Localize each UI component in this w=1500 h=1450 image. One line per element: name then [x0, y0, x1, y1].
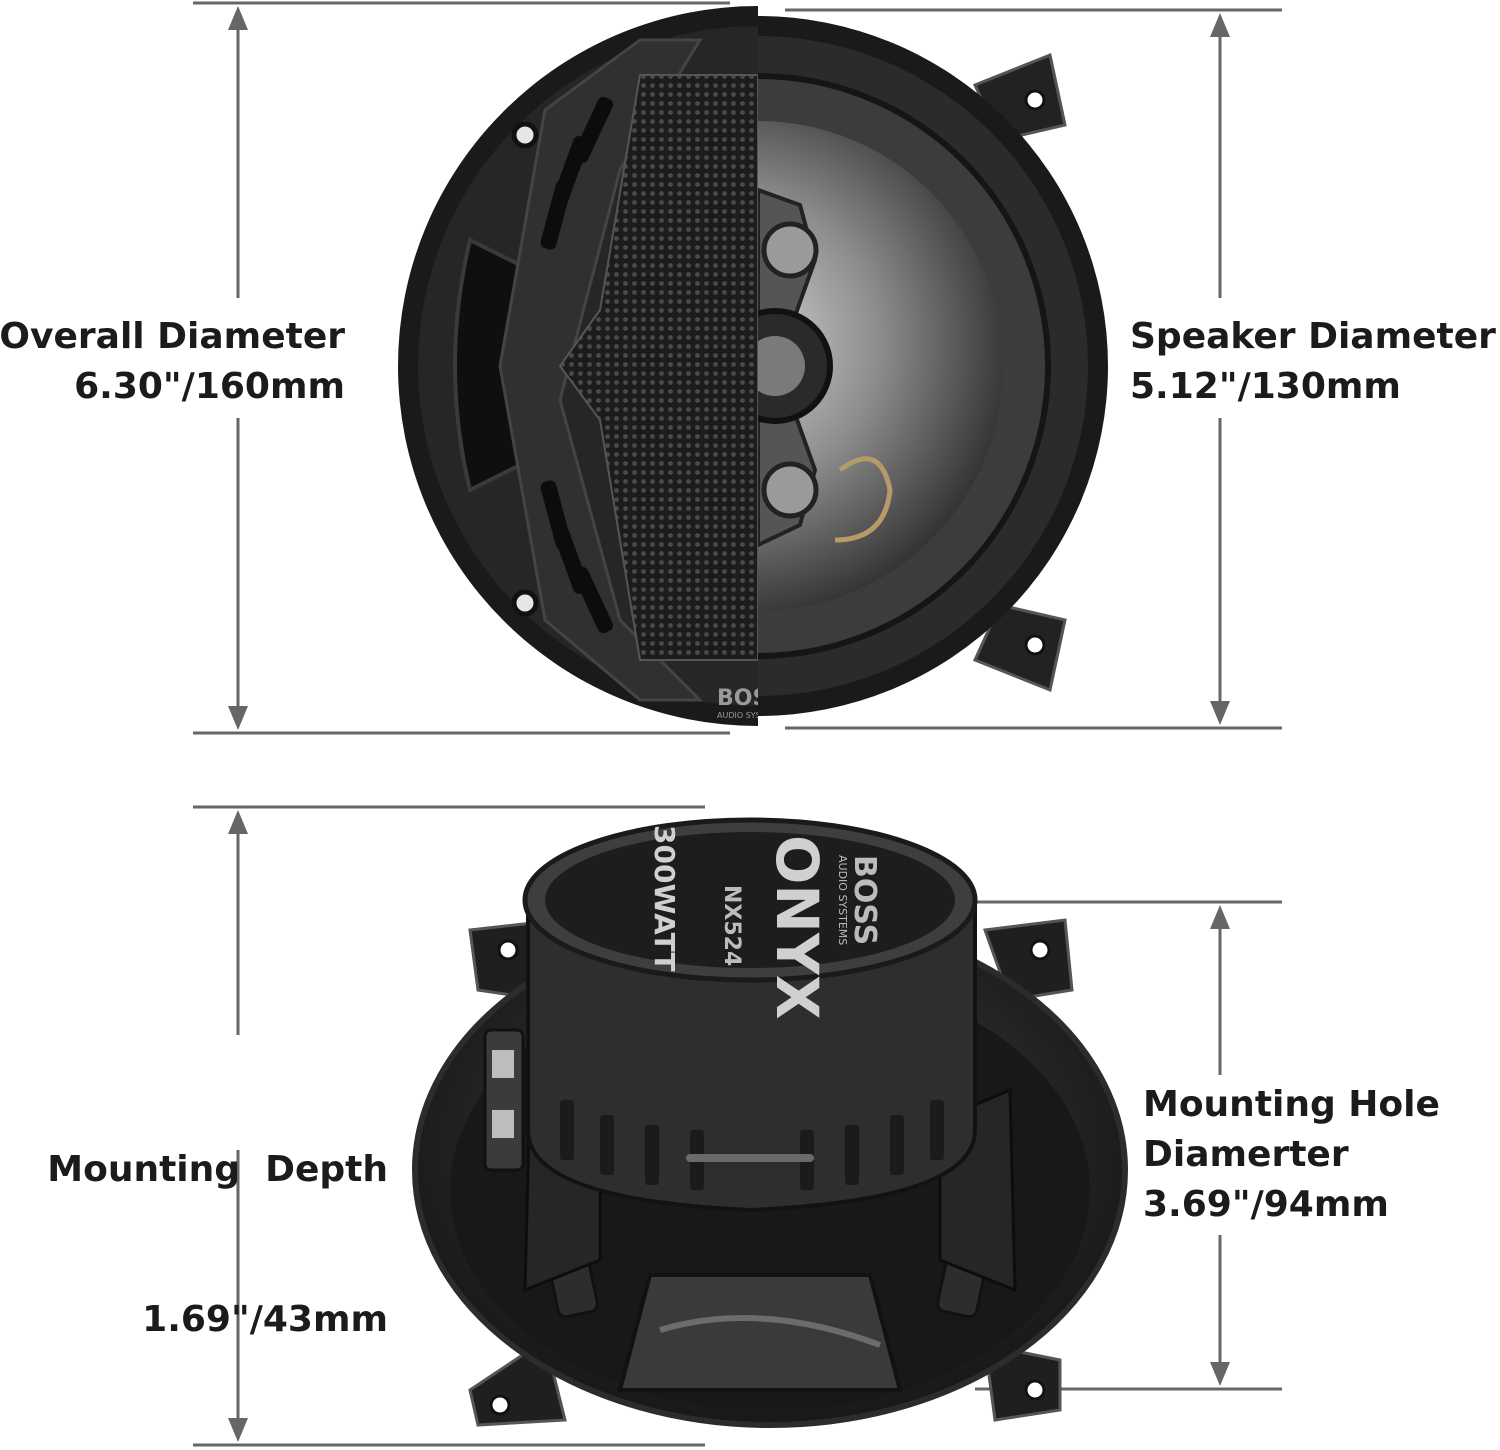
brand-mark-front: BOSS [717, 686, 783, 711]
series-logo: ONYX [763, 835, 831, 1020]
mounting-hole-diameter-dimension-line [975, 900, 1282, 1391]
model-mark: NX524 [719, 885, 744, 966]
brand-mark-rear: BOSS [847, 855, 882, 945]
speaker-diameter-title: Speaker Diameter [1130, 316, 1496, 357]
brand-sub-mark-front: AUDIO SYSTEMS [717, 711, 783, 720]
mounting-depth-value: 1.69"/43mm [142, 1299, 388, 1340]
speaker-diameter-value: 5.12"/130mm [1130, 366, 1401, 407]
mounting-hole-title-line2: Diamerter [1143, 1134, 1349, 1175]
mounting-depth-dimension-line [193, 805, 705, 1447]
speaker-rear-view: BOSS AUDIO SYSTEMS ONYX NX524 300WATT [412, 817, 1128, 1428]
mounting-hole-diameter-label: Mounting Hole Diamerter 3.69"/94mm [1143, 1080, 1440, 1230]
rear-product-label: BOSS AUDIO SYSTEMS ONYX NX524 300WATT [648, 825, 882, 1020]
power-mark: 300WATT [648, 825, 681, 971]
speaker-diameter-dimension-line [785, 8, 1282, 730]
overall-diameter-dimension-line [193, 1, 730, 735]
overall-diameter-title: Overall Diameter [0, 316, 345, 357]
overall-diameter-value: 6.30"/160mm [74, 366, 345, 407]
speaker-cone-half [758, 16, 1108, 716]
brand-sub-mark-rear: AUDIO SYSTEMS [836, 855, 849, 945]
mounting-hole-value: 3.69"/94mm [1143, 1184, 1389, 1225]
overall-diameter-label: Overall Diameter 6.30"/160mm [0, 312, 345, 412]
speaker-diameter-label: Speaker Diameter 5.12"/130mm [1130, 312, 1496, 412]
mounting-depth-title: Mounting Depth [47, 1149, 388, 1190]
mounting-hole-title-line1: Mounting Hole [1143, 1084, 1440, 1125]
speaker-front-view: BOSS AUDIO SYSTEMS [398, 6, 1108, 726]
mounting-depth-label: Mounting Depth 1.69"/43mm [47, 1045, 388, 1395]
speaker-with-grille-half: BOSS AUDIO SYSTEMS [398, 6, 783, 726]
